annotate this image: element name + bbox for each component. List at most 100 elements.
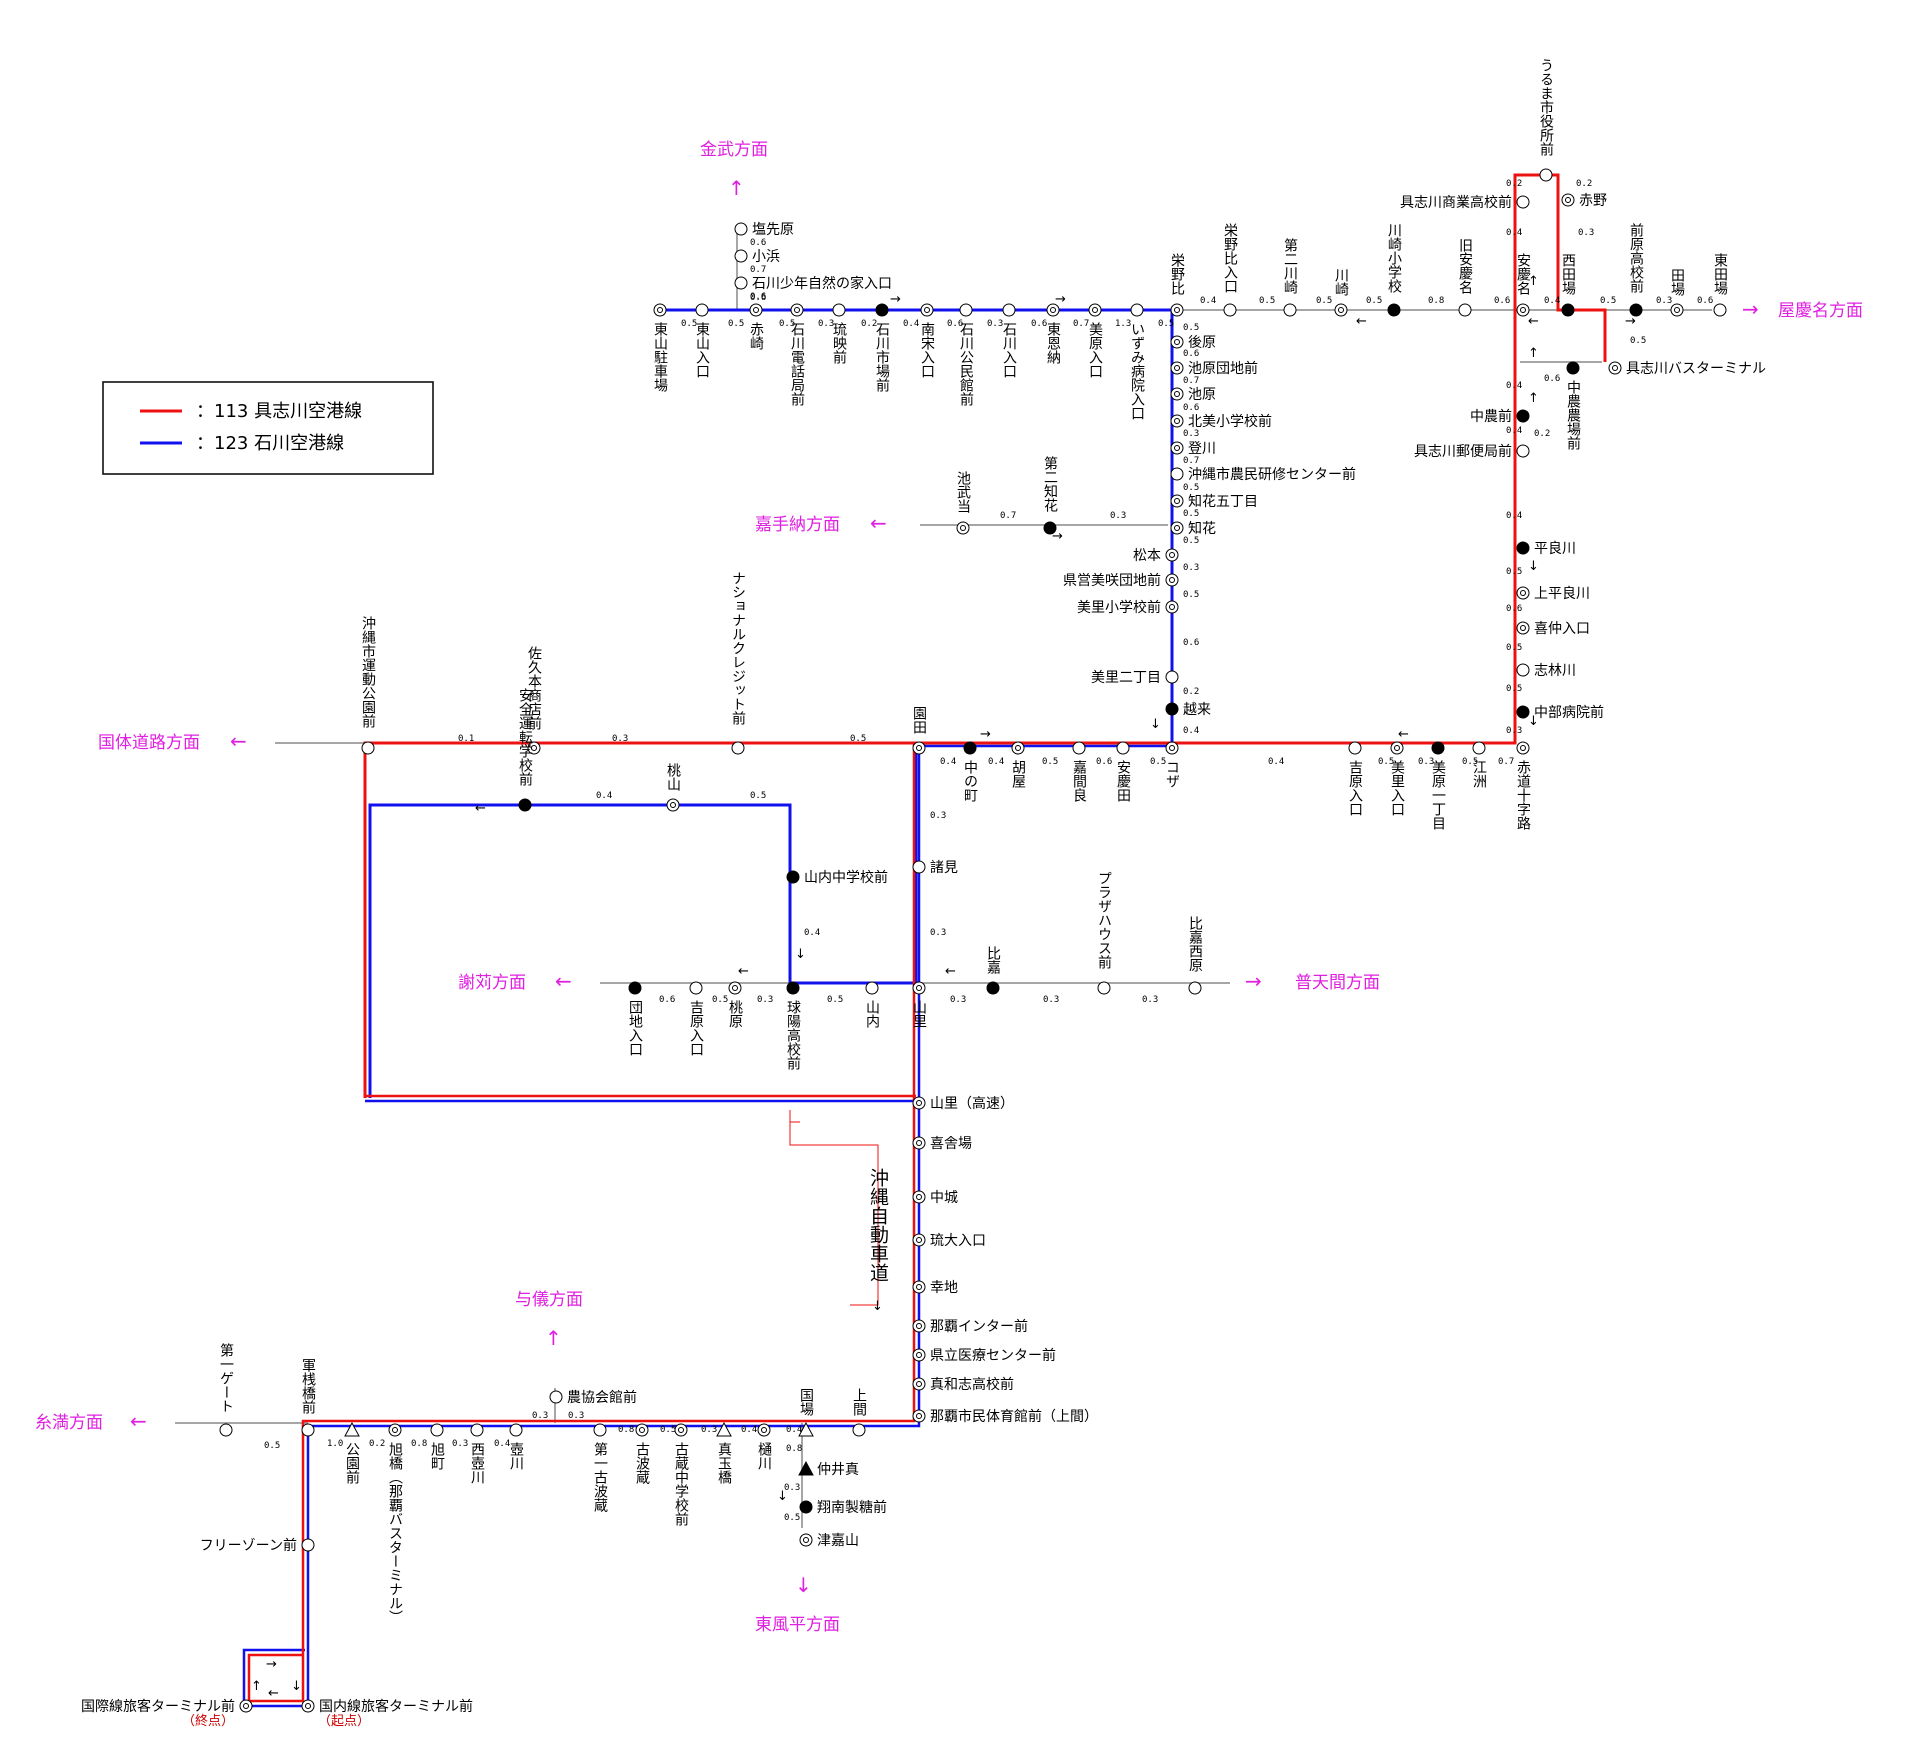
station-asahibashi: 旭橋（那覇バスターミナル） [387, 1423, 403, 1624]
station-marker [734, 222, 748, 236]
svg-text:→: → [1052, 529, 1063, 544]
station-nishidaba: 西田場 [1560, 253, 1576, 317]
station-marker [1130, 303, 1144, 317]
station-momoyama: 桃山 [665, 763, 681, 812]
station-gohara: 後原 [1170, 335, 1216, 351]
loop-arrow: ↓ [291, 1679, 302, 1694]
distance-label: 0.8 [618, 1425, 634, 1435]
legend-item-123: ：123 石川空港線 [196, 433, 344, 454]
station-label: 美里二丁目 [1091, 670, 1161, 686]
station-shonen: 石川少年自然の家入口 [734, 275, 892, 292]
distance-label: 0.6 [947, 319, 963, 329]
distance-label: 0.5 [1366, 296, 1382, 306]
station-label: 美原入口 [1087, 322, 1103, 378]
distance-label: 0.3 [1183, 429, 1199, 439]
station-kawasaki: 川崎 [1333, 268, 1349, 317]
station-tohara: 桃原 [727, 981, 743, 1028]
station-akasaki: 赤崎 [748, 303, 764, 350]
station-label: 吉原入口 [1347, 760, 1363, 816]
station-label: 第二知花 [1042, 455, 1058, 513]
distance-label: 0.2 [1534, 429, 1550, 439]
station-marker [852, 1423, 866, 1437]
station-label: 石川少年自然の家入口 [752, 275, 892, 292]
distance-label: 0.4 [1506, 228, 1522, 238]
station-marker [1608, 361, 1622, 375]
svg-text:↑: ↑ [1528, 391, 1539, 406]
distance-label: 0.4 [988, 757, 1004, 767]
station-marker [1431, 741, 1445, 755]
station-marker [963, 741, 977, 755]
station-uema: 上間 [851, 1388, 867, 1437]
station-marker [301, 1538, 315, 1552]
station-label: 山里（高速） [930, 1095, 1014, 1112]
station-marker [749, 303, 763, 317]
svg-text:←: ← [475, 801, 486, 816]
station-chuno: 中農前 [1470, 408, 1530, 425]
station-marker-inner [1174, 498, 1180, 504]
station-marker [1170, 414, 1184, 428]
station-label: 沖縄市運動公園前 [360, 616, 376, 729]
station-chubu-byoin: 中部病院前 [1516, 704, 1604, 721]
distance-label: 0.3 [1418, 757, 1434, 767]
distance-label: 0.5 [1183, 536, 1199, 546]
distance-label: 0.3 [1656, 296, 1672, 306]
station-marker-inner [1169, 552, 1175, 558]
svg-text:←: ← [1398, 727, 1409, 742]
station-marker [912, 1377, 926, 1391]
station-label: 前原高校前 [1628, 222, 1644, 294]
station-kokunai: 国内線旅客ターミナル前 [301, 1698, 473, 1715]
distance-label: 0.6 [1183, 349, 1199, 359]
station-label: 幸地 [930, 1280, 958, 1296]
station-marker [1165, 670, 1179, 684]
station-label: 安慶田 [1115, 760, 1131, 802]
station-esu: 江洲 [1471, 741, 1487, 788]
station-ishikawa-iriguchi: 石川入口 [1001, 303, 1017, 378]
station-marker-inner [1174, 307, 1180, 313]
station-marker [1334, 303, 1348, 317]
distance-label: 0.5 [1150, 757, 1166, 767]
distance-label: 0.6 [750, 238, 766, 248]
distance-label: 0.5 [1600, 296, 1616, 306]
station-agenoda: 安慶田 [1115, 741, 1131, 802]
station-label: 栄野比入口 [1222, 223, 1238, 293]
station-taba: 田場 [1669, 268, 1685, 317]
station-nakaima: 仲井真 [798, 1460, 859, 1478]
station-marker [219, 1423, 233, 1437]
station-label: 知花五丁目 [1188, 493, 1258, 510]
station-marker-inner [924, 307, 930, 313]
station-marker [1116, 741, 1130, 755]
distance-label: 0.5 [1158, 319, 1174, 329]
station-marker [593, 1423, 607, 1437]
distance-label: 0.5 [264, 1441, 280, 1451]
svg-text:←: ← [945, 964, 956, 979]
station-kyuyo: 球陽高校前 [785, 981, 801, 1071]
station-yamauchi: 山内 [864, 981, 880, 1029]
distance-label: 0.7 [1000, 511, 1016, 521]
station-kichu: 喜仲入口 [1516, 621, 1590, 637]
station-marker [1387, 303, 1401, 317]
station-label: 津嘉山 [817, 1533, 859, 1549]
station-label: 第一ゲート [218, 1342, 234, 1413]
station-marker-inner [1520, 745, 1526, 751]
svg-text:←: ← [130, 1409, 147, 1433]
station-label: 比嘉 [985, 946, 1001, 974]
direction-kokutai: 国体道路方面 [98, 733, 200, 753]
station-marker-inner [1565, 197, 1571, 203]
station-label: 美里入口 [1389, 760, 1405, 816]
station-marker [1088, 303, 1102, 317]
station-label: 山内 [864, 1000, 880, 1029]
distance-label: 0.3 [1142, 995, 1158, 1005]
svg-text:←: ← [230, 729, 247, 753]
station-higashiyama-parking: 東山駐車場 [652, 303, 668, 392]
station-marker-inner [243, 1703, 249, 1709]
distance-label: 0.3 [757, 995, 773, 1005]
station-marker [798, 1460, 814, 1476]
station-marker [689, 981, 703, 995]
station-marker [728, 981, 742, 995]
station-kokusai: 国際線旅客ターミナル前 [81, 1698, 253, 1715]
station-plaza: プラザハウス前 [1096, 871, 1112, 995]
station-marker [1165, 548, 1179, 562]
station-label: 南宋入口 [919, 322, 935, 378]
station-label: 池原団地前 [1188, 360, 1258, 377]
svg-text:→: → [1625, 314, 1636, 329]
